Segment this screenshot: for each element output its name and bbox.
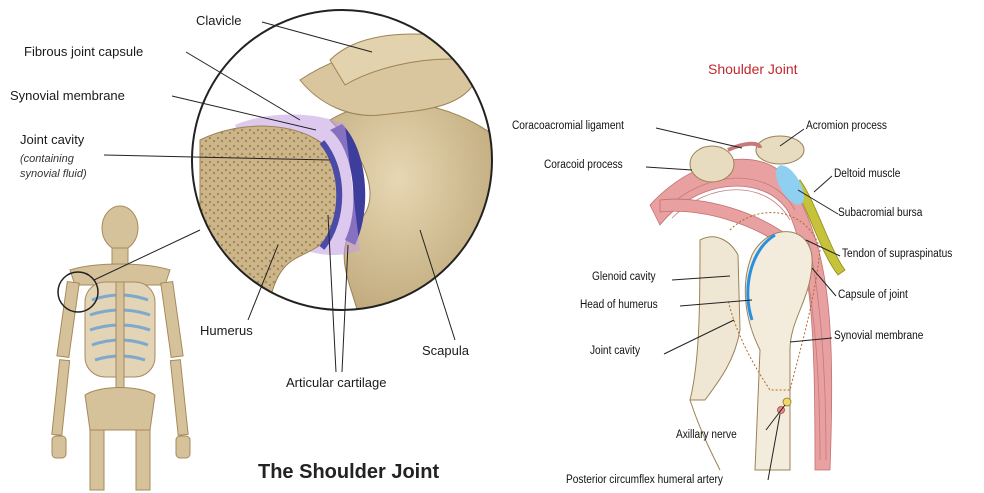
- label-clavicle: Clavicle: [196, 14, 242, 27]
- label-joint-cavity-right: Joint cavity: [590, 346, 640, 358]
- left-panel-title: The Shoulder Joint: [258, 462, 439, 482]
- label-joint-cavity-note-2: synovial fluid): [20, 169, 87, 180]
- label-tendon-of-supraspinatus: Tendon of supraspinatus: [842, 249, 952, 261]
- right-diagram: [650, 136, 845, 470]
- label-subacromial-bursa: Subacromial bursa: [838, 208, 922, 220]
- acromion-bone: [756, 136, 804, 164]
- label-glenoid-cavity: Glenoid cavity: [592, 272, 656, 284]
- coracoid-bone: [690, 146, 734, 182]
- label-deltoid-muscle: Deltoid muscle: [834, 169, 900, 181]
- right-panel-title: Shoulder Joint: [708, 62, 798, 76]
- label-articular-cartilage: Articular cartilage: [286, 376, 386, 389]
- label-coracoid-process: Coracoid process: [544, 160, 623, 172]
- label-scapula: Scapula: [422, 344, 469, 357]
- label-humerus: Humerus: [200, 324, 253, 337]
- label-synovial-membrane: Synovial membrane: [10, 89, 125, 102]
- magnified-joint-circle: [192, 10, 500, 320]
- label-axillary-nerve: Axillary nerve: [676, 430, 737, 442]
- skeleton-figure: [52, 206, 190, 490]
- label-acromion-process: Acromion process: [806, 121, 887, 133]
- scapula-section: [690, 237, 740, 400]
- label-coracoacromial-ligament: Coracoacromial ligament: [512, 121, 624, 133]
- humerus-section: [745, 232, 812, 470]
- label-joint-cavity-note-1: (containing: [20, 154, 74, 165]
- label-head-of-humerus: Head of humerus: [580, 300, 658, 312]
- label-fibrous-joint-capsule: Fibrous joint capsule: [24, 45, 143, 58]
- label-synovial-membrane-right: Synovial membrane: [834, 331, 923, 343]
- label-joint-cavity: Joint cavity: [20, 133, 84, 146]
- label-posterior-circumflex-humeral-artery: Posterior circumflex humeral artery: [566, 475, 723, 487]
- label-capsule-of-joint: Capsule of joint: [838, 290, 908, 302]
